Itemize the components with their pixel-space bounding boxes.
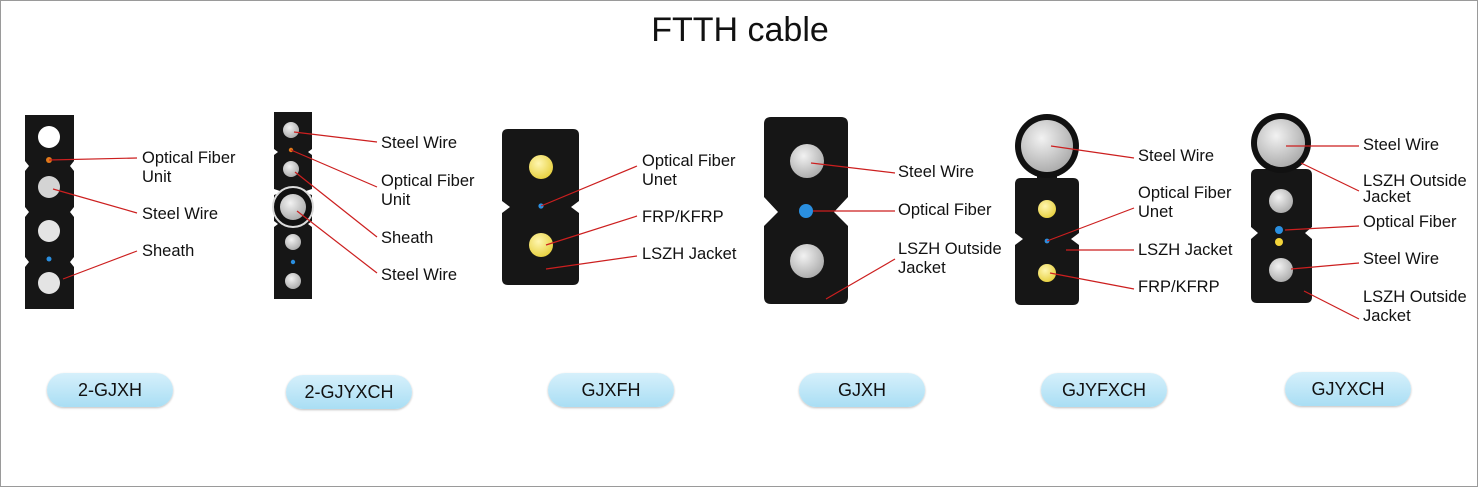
model-pill-2-gjyxch: 2-GJYXCH	[286, 375, 412, 409]
model-pill-gjyxch: GJYXCH	[1285, 372, 1411, 406]
frp-rod	[1275, 238, 1283, 246]
model-pill-gjxh: GJXH	[799, 373, 925, 407]
leader-lines	[1284, 145, 1360, 320]
label-optical-fiber-unit: Optical Fiber Unit	[142, 149, 236, 186]
model-pill-gjyfxch: GJYFXCH	[1041, 373, 1167, 407]
cable-2-gjyxch	[272, 112, 378, 299]
cable-gjxfh	[502, 129, 638, 285]
label-optical-fiber-unet: Optical Fiber Unet	[642, 152, 736, 189]
optical-fiber	[1275, 226, 1283, 234]
label-optical-fiber: Optical Fiber	[1363, 213, 1457, 231]
cable-gjxh	[764, 117, 896, 304]
label-lszh-jacket: LSZH Jacket	[642, 245, 737, 263]
steel-wire	[280, 194, 306, 220]
model-pill-gjxfh: GJXFH	[548, 373, 674, 407]
cable-gjyxch	[1251, 113, 1360, 320]
steel-wire	[1269, 189, 1293, 213]
label-lszh-outside-jacket: LSZH Outside Jacket	[1363, 288, 1467, 325]
frp-rod	[1038, 264, 1056, 282]
steel-wire	[38, 272, 60, 294]
cable-sheath	[25, 115, 74, 309]
model-pill-2-gjxh: 2-GJXH	[47, 373, 173, 407]
label-lszh-outside-jacket: LSZH Outside Jacket	[898, 240, 1002, 277]
leader-lines	[290, 131, 378, 274]
label-optical-fiber: Optical Fiber	[898, 201, 992, 219]
label-steel-wire: Steel Wire	[1363, 136, 1440, 154]
optical-fiber	[799, 204, 813, 218]
steel-wire	[1269, 258, 1293, 282]
label-steel-wire: Steel Wire	[1138, 147, 1215, 165]
frp-rod	[529, 233, 553, 257]
label-sheath: Sheath	[142, 242, 195, 260]
steel-wire	[790, 144, 824, 178]
steel-wire	[285, 273, 301, 289]
cable-2-gjxh	[25, 115, 138, 309]
steel-wire	[1257, 119, 1305, 167]
label-steel-wire: Steel Wire	[898, 163, 975, 181]
frp-rod	[1038, 200, 1056, 218]
steel-wire	[283, 161, 299, 177]
steel-wire	[38, 220, 60, 242]
steel-wire	[1021, 120, 1073, 172]
fiber-unit	[290, 259, 296, 265]
label-lszh-jacket: LSZH Jacket	[1138, 241, 1233, 259]
frp-rod	[529, 155, 553, 179]
label-frp-kfrp: FRP/KFRP	[642, 208, 724, 226]
label-frp-kfrp: FRP/KFRP	[1138, 278, 1220, 296]
steel-wire	[38, 176, 60, 198]
cable-gjyfxch	[1015, 114, 1135, 305]
label-lszh-outside-jacket: LSZH Outside Jacket	[1363, 172, 1467, 206]
label-optical-fiber-unit: Optical Fiber Unit	[381, 172, 475, 209]
fiber-unit	[46, 256, 52, 262]
label-sheath: Sheath	[381, 229, 434, 247]
steel-wire	[790, 244, 824, 278]
leader-lines	[1046, 145, 1135, 290]
leader-lines	[810, 162, 896, 300]
steel-wire	[38, 126, 60, 148]
label-steel-wire: Steel Wire	[381, 134, 458, 152]
label-optical-fiber-unet: Optical Fiber Unet	[1138, 184, 1232, 221]
steel-wire	[283, 122, 299, 138]
label-steel-wire: Steel Wire	[1363, 250, 1440, 268]
leader-lines	[48, 157, 138, 280]
steel-wire	[285, 234, 301, 250]
label-steel-wire: Steel Wire	[381, 266, 458, 284]
diagram-title: FTTH cable	[651, 11, 829, 49]
label-steel-wire: Steel Wire	[142, 205, 219, 223]
leader-lines	[540, 165, 638, 270]
cable-sheath	[1251, 169, 1312, 303]
